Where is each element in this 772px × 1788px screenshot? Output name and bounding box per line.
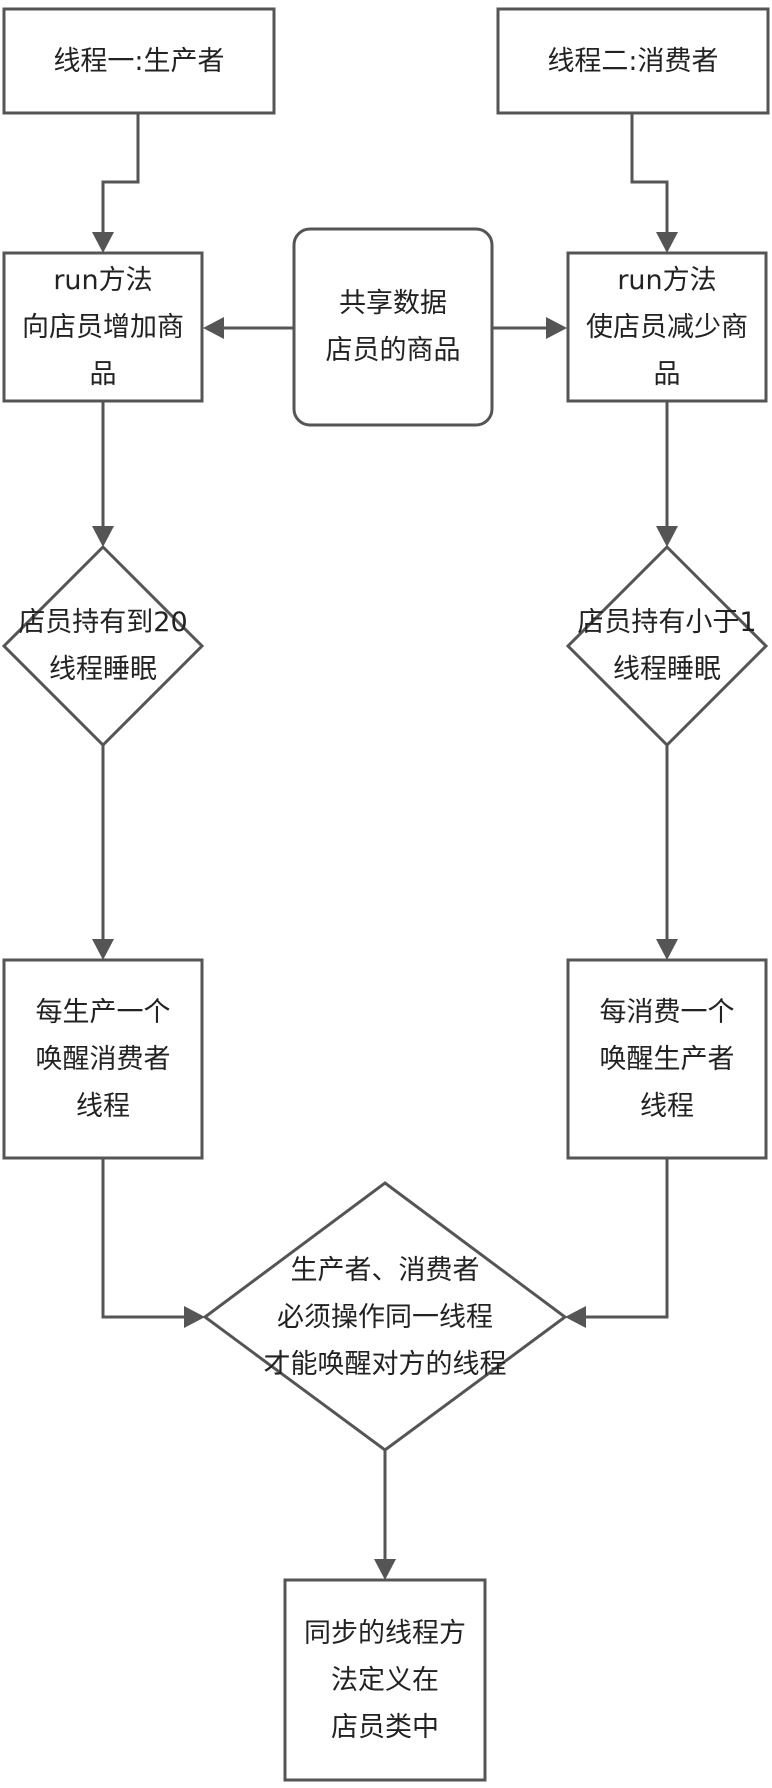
- arrowhead: [656, 939, 678, 960]
- consumer-run-label: run方法 使店员减少商 品: [586, 264, 748, 390]
- producer-thread-box: [2, 7, 276, 115]
- edge-producer-wake-to-merge: [101, 1158, 186, 1319]
- arrowhead: [374, 1559, 396, 1580]
- consumer-condition-label: 店员持有小于1 线程睡眠: [577, 607, 757, 685]
- arrowhead: [92, 232, 114, 253]
- producer-wake-label: 每生产一个 唤醒消费者 线程: [35, 996, 171, 1122]
- producer-wake-box: [2, 958, 204, 1160]
- arrowhead: [546, 317, 567, 339]
- arrowhead: [92, 939, 114, 960]
- merge-note-label: 生产者、消费者 必须操作同一线程 才能唤醒对方的线程: [263, 1254, 507, 1380]
- edge-consumer-wake-to-merge: [584, 1158, 669, 1319]
- arrowhead: [565, 1306, 586, 1328]
- sync-note-box: [283, 1578, 487, 1782]
- arrowhead: [656, 232, 678, 253]
- shared-data-label: 共享数据 店员的商品: [325, 288, 461, 366]
- arrowhead: [92, 526, 114, 547]
- sync-note-label: 同步的线程方 法定义在 店员类中: [304, 1617, 466, 1743]
- consumer-thread-box: [496, 7, 770, 115]
- arrowhead: [184, 1306, 205, 1328]
- consumer-wake-label: 每消费一个 唤醒生产者 线程: [599, 996, 735, 1122]
- arrowhead: [656, 526, 678, 547]
- edge-producer-thread-to-run: [101, 113, 140, 234]
- consumer-thread-label: 线程二:消费者: [547, 45, 719, 77]
- consumer-wake-box: [566, 958, 768, 1160]
- edge-consumer-thread-to-run: [630, 113, 669, 234]
- arrowhead: [203, 317, 224, 339]
- producer-condition-label: 店员持有到20 线程睡眠: [18, 607, 188, 685]
- producer-thread-label: 线程一:生产者: [53, 45, 225, 77]
- producer-run-label: run方法 向店员增加商 品: [22, 264, 184, 390]
